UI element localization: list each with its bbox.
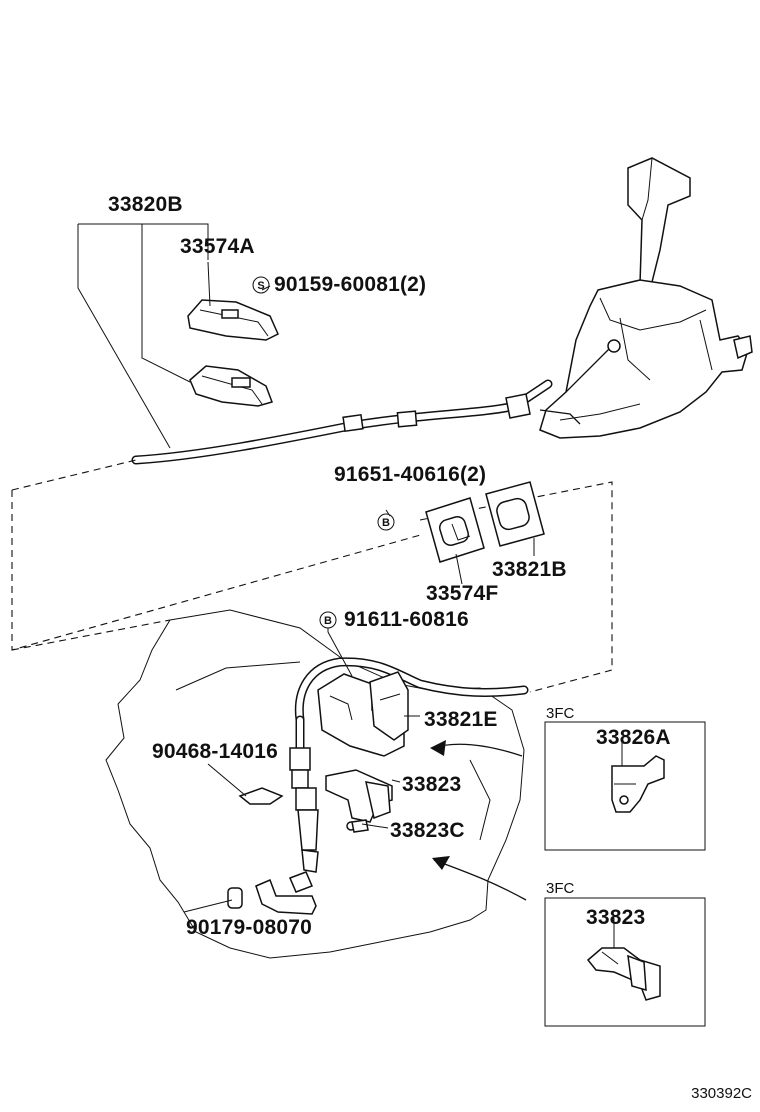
label-33574A: 33574A (180, 235, 255, 258)
leader-lines (183, 285, 623, 948)
label-90468-14016: 90468-14016 (152, 740, 278, 763)
label-91611-60816: 91611-60816 (344, 608, 469, 631)
label-33826A: 33826A (596, 726, 671, 749)
mark-b-91651: B (377, 513, 395, 531)
transmission-side-cable (289, 657, 529, 893)
label-90179-08070: 90179-08070 (186, 916, 312, 939)
cable-bracket-33821E (317, 671, 409, 757)
shift-cable (131, 379, 553, 465)
cable-retainer-clips (187, 299, 279, 407)
diagram-code: 330392C (691, 1085, 752, 1102)
detail-box-2 (544, 897, 706, 1027)
svg-text:B: B (324, 615, 332, 627)
label-33820B: 33820B (108, 193, 183, 216)
mark-s-90159: S (252, 276, 270, 294)
label-33823-detail: 33823 (586, 906, 645, 929)
label-bracket-33820B (77, 223, 211, 449)
label-33823: 33823 (402, 773, 461, 796)
grommets (425, 481, 545, 585)
pin-and-collar-90179 (227, 879, 317, 915)
box2-model-tag: 3FC (546, 880, 575, 897)
label-33574F: 33574F (426, 582, 498, 605)
clip-90468 (238, 787, 284, 805)
mark-b-91611: B (319, 611, 337, 629)
label-91651-40616: 91651-40616(2) (334, 463, 486, 486)
detail-arrows (430, 740, 527, 901)
label-33821B: 33821B (492, 558, 567, 581)
box1-model-tag: 3FC (546, 705, 575, 722)
shift-bracket-33823 (325, 769, 393, 833)
label-90159-60081: 90159-60081(2) (274, 273, 426, 296)
shift-lever-assembly (539, 157, 753, 439)
label-33821E: 33821E (424, 708, 498, 731)
detail-box-1 (544, 721, 706, 851)
svg-text:S: S (257, 280, 264, 292)
label-33823C: 33823C (390, 819, 465, 842)
svg-text:B: B (382, 517, 390, 529)
